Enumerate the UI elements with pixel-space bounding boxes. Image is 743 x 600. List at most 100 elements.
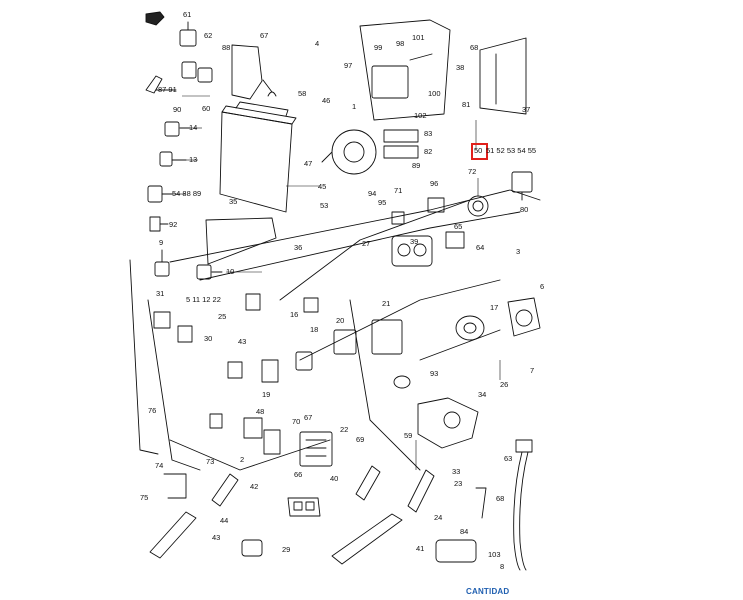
highlight-box[interactable] <box>471 143 488 160</box>
callout-72: 72 <box>468 167 477 176</box>
callout-35: 35 <box>229 197 238 206</box>
callout-94: 94 <box>368 189 377 198</box>
callout-43: 43 <box>212 533 221 542</box>
cluster-39 <box>391 235 433 267</box>
callout-73: 73 <box>206 457 215 466</box>
callout-60: 60 <box>202 104 211 113</box>
module-84 <box>435 539 477 563</box>
callout-96: 96 <box>430 179 439 188</box>
sensor-23 <box>407 469 435 513</box>
callout-4: 4 <box>315 39 320 48</box>
callout-58: 58 <box>298 89 307 98</box>
label-82 <box>383 145 419 159</box>
component-70 <box>263 429 281 455</box>
callout-24: 24 <box>434 513 443 522</box>
callout-98: 98 <box>396 39 405 48</box>
callout-20: 20 <box>336 316 345 325</box>
cantidad-link[interactable]: CANTIDAD <box>466 587 510 596</box>
switch-30 <box>177 325 193 343</box>
relay-71 <box>391 211 405 225</box>
callout-75: 75 <box>140 493 149 502</box>
callout-6: 6 <box>540 282 545 291</box>
callout-5-11-12-22: 5 11 12 22 <box>186 295 221 304</box>
callout-80: 80 <box>520 205 529 214</box>
callout-13: 13 <box>189 155 198 164</box>
callout-81: 81 <box>462 100 471 109</box>
callout-83: 83 <box>424 129 433 138</box>
callout-87-91: 87 91 <box>158 85 177 94</box>
callout-89-mid: 89 <box>412 161 421 170</box>
callout-97: 97 <box>344 61 353 70</box>
callout-21: 21 <box>382 299 391 308</box>
bracket-41 <box>331 513 403 565</box>
callout-68-top: 68 <box>470 43 479 52</box>
relay-61 <box>179 21 197 47</box>
callout-102: 102 <box>414 111 427 120</box>
callout-48: 48 <box>256 407 265 416</box>
callout-54-88-89: 54 88 89 <box>172 189 202 198</box>
callout-34: 34 <box>478 390 487 399</box>
callout-37: 37 <box>522 105 531 114</box>
callout-38: 38 <box>456 63 465 72</box>
callout-63: 63 <box>504 454 513 463</box>
callout-67-top: 67 <box>260 31 269 40</box>
callout-17: 17 <box>490 303 499 312</box>
callout-43-mid: 43 <box>238 337 247 346</box>
component-19 <box>261 359 279 383</box>
callout-66: 66 <box>294 470 303 479</box>
relay-5 <box>245 293 261 311</box>
switch-65 <box>445 231 465 249</box>
callout-3: 3 <box>516 247 521 256</box>
callout-14: 14 <box>189 123 198 132</box>
callout-82: 82 <box>424 147 433 156</box>
connector-91 <box>145 75 177 94</box>
callout-74: 74 <box>155 461 164 470</box>
callout-23: 23 <box>454 479 463 488</box>
callout-19: 19 <box>262 390 271 399</box>
callout-31: 31 <box>156 289 165 298</box>
callout-71: 71 <box>394 186 403 195</box>
motor-6 <box>507 297 541 337</box>
callout-7: 7 <box>530 366 535 375</box>
callout-69: 69 <box>356 435 365 444</box>
control-unit-45 <box>219 101 297 213</box>
callout-33: 33 <box>452 467 461 476</box>
switch-18 <box>295 351 313 371</box>
callout-41: 41 <box>416 544 425 553</box>
bracket-43 <box>149 511 197 559</box>
component-48 <box>243 417 263 439</box>
ignition-switch-1 <box>321 129 377 175</box>
cable-63 <box>513 439 533 571</box>
relay-10 <box>196 264 223 280</box>
callout-88: 88 <box>222 43 231 52</box>
callout-93: 93 <box>430 369 439 378</box>
callout-50-highlighted[interactable]: 50 <box>474 146 483 155</box>
component-93 <box>393 375 411 389</box>
callout-39: 39 <box>410 237 419 246</box>
callout-53: 53 <box>320 201 329 210</box>
callout-62: 62 <box>204 31 213 40</box>
bracket-57 <box>231 44 277 100</box>
callout-46: 46 <box>322 96 331 105</box>
callout-65: 65 <box>454 222 463 231</box>
switch-31 <box>153 311 171 329</box>
callout-25: 25 <box>218 312 227 321</box>
callout-100: 100 <box>428 89 441 98</box>
component-17 <box>455 315 485 341</box>
callout-84: 84 <box>460 527 469 536</box>
relay-80 <box>511 171 533 201</box>
callout-51-55: 51 52 53 54 55 <box>486 146 537 155</box>
callout-67: 67 <box>304 413 313 422</box>
callout-59: 59 <box>404 431 413 440</box>
fuse-92 <box>149 216 169 232</box>
bracket-66 <box>287 497 321 517</box>
callout-42: 42 <box>250 482 259 491</box>
component-43 <box>227 361 243 379</box>
relay-9 <box>154 249 170 277</box>
callout-103: 103 <box>488 550 501 559</box>
relay-13 <box>159 151 187 167</box>
callout-64: 64 <box>476 243 485 252</box>
callout-44: 44 <box>220 516 229 525</box>
module-99 <box>359 19 451 121</box>
